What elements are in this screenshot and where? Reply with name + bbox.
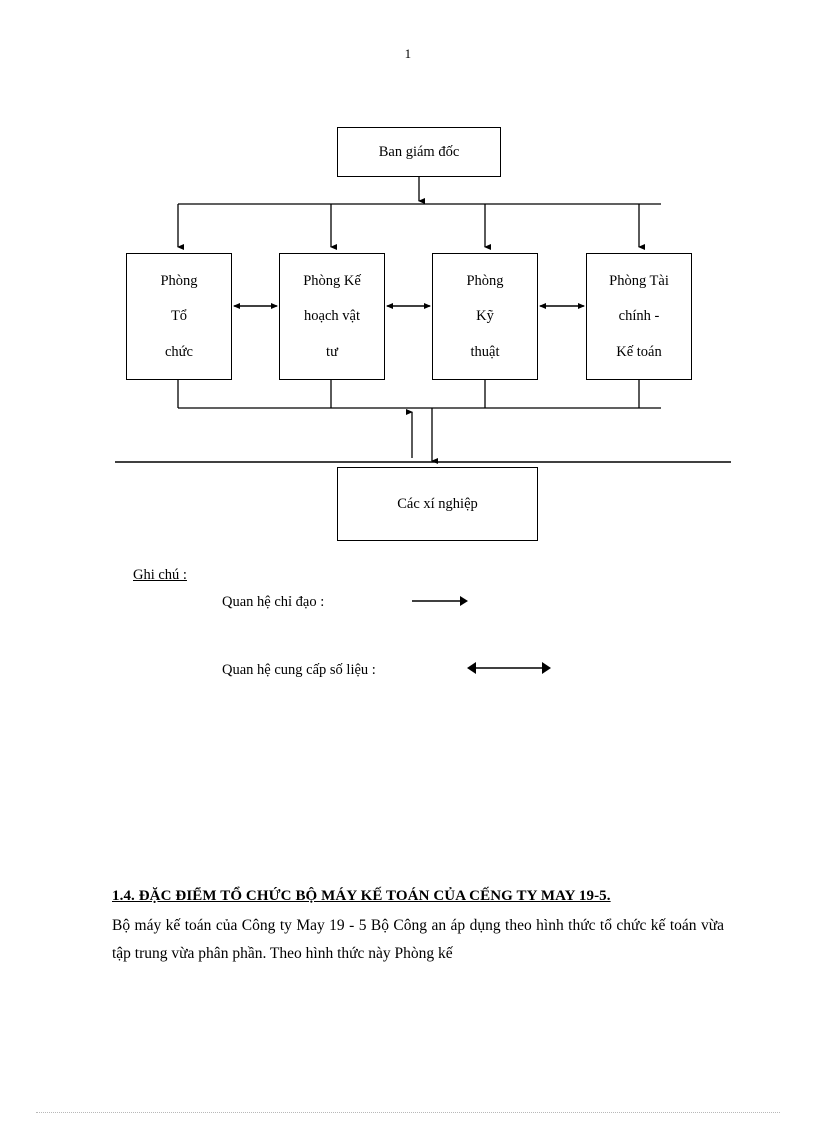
single-arrow-right-icon bbox=[412, 596, 468, 606]
node-phong-ky-thuat: Phòng Kỹ thuật bbox=[432, 253, 538, 380]
node-line: hoạch vật bbox=[304, 308, 360, 325]
node-phong-to-chuc: Phòng Tổ chức bbox=[126, 253, 232, 380]
legend-label-quan-he-cung-cap-so-lieu: Quan hệ cung cấp số liệu : bbox=[222, 662, 376, 678]
node-line: Phòng bbox=[466, 272, 504, 289]
node-line: Phòng Tài bbox=[609, 272, 669, 289]
legend-label-quan-he-chi-dao: Quan hệ chỉ đạo : bbox=[222, 594, 325, 610]
node-line: Phòng bbox=[160, 272, 198, 289]
page-number: 1 bbox=[404, 46, 412, 61]
org-chart-connectors bbox=[115, 177, 731, 464]
footer-divider bbox=[36, 1112, 780, 1113]
node-cac-xi-nghiep: Các xí nghiệp bbox=[337, 467, 538, 541]
node-line: Kỹ bbox=[476, 308, 494, 325]
node-phong-tai-chinh-ke-toan: Phòng Tài chính - Kế toán bbox=[586, 253, 692, 380]
node-line: Phòng Kế bbox=[303, 272, 361, 289]
org-chart-diagram: Ban giám đốc Phòng Tổ chức Phòng Kế hoạc… bbox=[0, 0, 816, 560]
node-line: Tổ bbox=[170, 308, 188, 325]
node-line: chức bbox=[165, 343, 193, 360]
node-line: Kế toán bbox=[616, 343, 662, 360]
body-paragraph: Bộ máy kế toán của Công ty May 19 - 5 Bộ… bbox=[112, 916, 724, 963]
node-line: chính - bbox=[618, 308, 660, 325]
node-line: tư bbox=[326, 343, 338, 360]
node-line: Các xí nghiệp bbox=[397, 495, 478, 512]
double-arrow-icon bbox=[467, 662, 551, 674]
document-body: 1.4. ĐẶC ĐIỂM TỔ CHỨC BỘ MÁY KẾ TOÁN CỦA… bbox=[112, 884, 724, 969]
node-ban-giam-doc: Ban giám đốc bbox=[337, 127, 501, 177]
node-line: Ban giám đốc bbox=[378, 143, 460, 160]
legend-title: Ghi chú : bbox=[133, 567, 187, 583]
node-phong-ke-hoach-vat-tu: Phòng Kế hoạch vật tư bbox=[279, 253, 385, 380]
node-line: thuật bbox=[470, 343, 500, 360]
section-heading: 1.4. ĐẶC ĐIỂM TỔ CHỨC BỘ MÁY KẾ TOÁN CỦA… bbox=[112, 888, 611, 904]
